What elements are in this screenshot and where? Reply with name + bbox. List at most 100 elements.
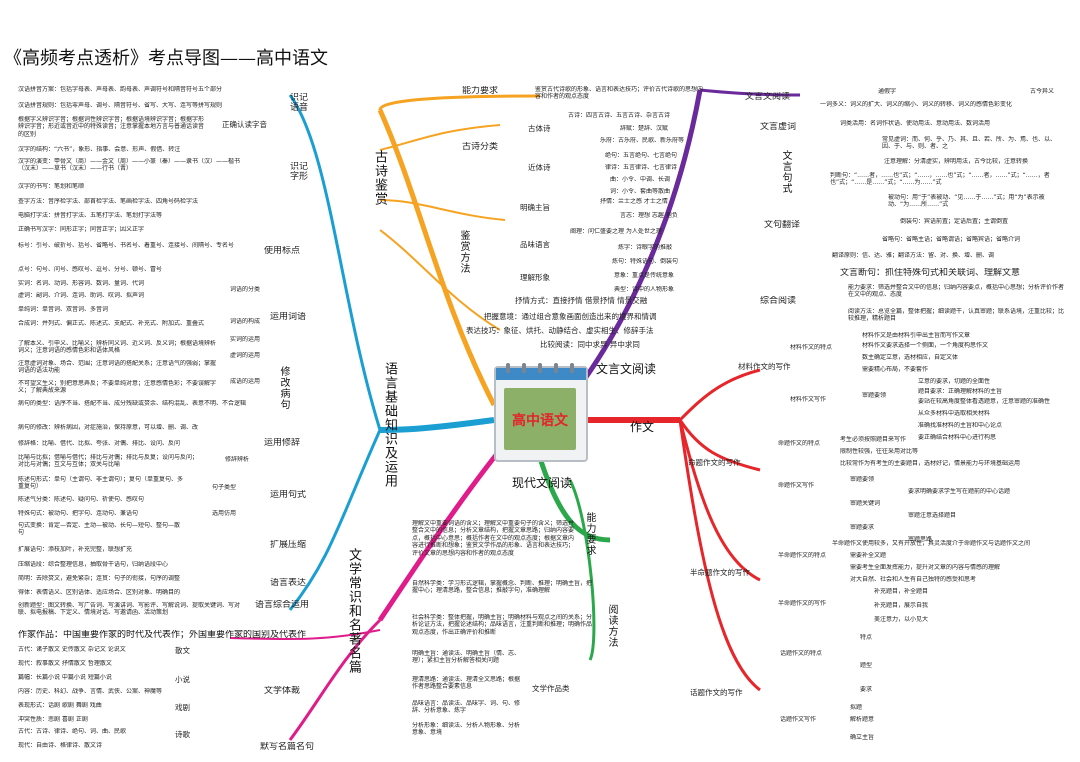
shenti-item: 要正确结合材料中心进行构思	[918, 434, 997, 441]
xiandai-wx-item: 分析形象：细读法、分析人物形象、分析意象、意境	[412, 722, 521, 737]
xiandai-yuedu: 阅读方法	[606, 604, 617, 648]
shici-item: 抒情：兰士之感 才士之情	[600, 198, 668, 205]
shici-jin-item: 绝句：五言绝句、七言绝句	[605, 152, 678, 159]
mingti-te-item: 考生必须按照题目来写作	[840, 436, 907, 443]
mingti-te-item: 比较常作为有考生的主要题目，选材好记，情景能力与环境基础运用	[840, 460, 1021, 467]
kuozhan: 扩展压缩	[270, 540, 307, 550]
xiju-item: 冲突性质：悲剧 喜剧 正剧	[18, 716, 88, 723]
shici-bijiao: 比较阅读：同中求异 异中求同	[540, 340, 640, 349]
shici-nengli-desc: 鉴赏古代诗歌的形象、语言和表达技巧；评价古代诗歌的思想内容和作者的观点态度	[535, 86, 704, 101]
cailiao-te-item: 材料作文是由材料引申出主旨而写作文章	[862, 332, 971, 339]
shici-item: 炼字：诗眼字的推敲	[618, 244, 673, 251]
bu-item: 美注意力，以小见大	[874, 616, 929, 623]
shici-fenlei: 古诗分类	[462, 142, 499, 152]
shenti-item: 从众多材料中选取相关材料	[918, 410, 991, 417]
zuowen-huati: 话题作文的写作	[690, 688, 743, 697]
wenyan-zonghe-item: 能力要求：筛选并整合文中的信息；归纳内容要点，概括中心思想；分析评价作者在文中的…	[848, 284, 1065, 299]
sanwen-item: 古代：诸子散文 史传散文 杂记文 论说文	[18, 646, 126, 653]
jushi-item: 句式变换：肯定—否定、主动—被动、长句—短句、整句—散句	[18, 522, 181, 537]
yuyin-item: 汉语拼音规则：包括零声母、调号、隔音符号、省写、大写、连写等拼写规则	[18, 102, 223, 109]
zonghe-item: 创新题型：图文转换、写广告词、写演讲词、写影评、写解说词、提取关键词、写对联、拟…	[18, 602, 241, 617]
wenyan-juzhong-item: 判断句：“……者，……也”式；“……，……也”式；“……者，……”式；“……，者…	[830, 172, 1050, 187]
ciyu-sub: 成语的运用	[230, 378, 261, 385]
zuowen-cailiao-xie: 材料作文写作	[790, 396, 827, 403]
bu-item: 补充题目，展示自我	[874, 602, 929, 609]
banmingti-item: 需要考生全面发挥能力，提升对文章的内容与情感的理解	[850, 564, 1001, 571]
ciyu-item: 了解本义、引申义、比喻义；辨析同义词、近义词、反义词；根据语境辨析词义；注意词语…	[18, 340, 217, 355]
shenti-item: 要站在较高角度整体看透题意，注意审题的准确性	[918, 398, 1051, 405]
shici-jin-item: 律诗：五言律诗、七言律诗	[605, 164, 678, 171]
mingti-xie-item: 审题关键词	[850, 500, 881, 507]
shiji-yuyin: 识记语音	[290, 93, 309, 113]
wenyan-xuci: 文言虚词	[760, 122, 797, 132]
yuyan-zonghe: 语言综合运用	[255, 600, 310, 610]
shici-pinwei: 品味语言	[520, 240, 550, 249]
wenxue-xiju: 戏剧	[175, 703, 190, 712]
xiuci-sub: 修辞辨析	[225, 456, 250, 463]
shici-bawo: 把握意境：通过组合意象画面创造出来的境界和情调	[484, 312, 657, 321]
xiandai-shehui: 社会科学类：整体把握，明确主旨；明确材料与观点之间的关系；分析论证方法，把握论述…	[412, 614, 593, 636]
zuowen-banmingti: 半命题作文的写作	[690, 568, 750, 577]
shici-jin-item: 词：小令、套曲等散曲	[610, 188, 671, 195]
yuyin-item: 汉语拼音方案：包括字母表、声母表、韵母表、声调符号和隔音符号五个部分	[18, 86, 223, 93]
shige-item: 古代：古诗、律诗、绝句、词、曲、民歌	[18, 728, 127, 735]
wenyan-juzhong-item: 倒装句：宾语前置；定语后置；主谓倒置	[900, 218, 1009, 225]
huati-xie-item: 拟题	[850, 704, 863, 711]
xiandai-wx-item: 明确主旨：通读法、明确主旨（情、志、理）；紧扣主旨分析解答相关问题	[412, 650, 521, 665]
biaodian-item: 标号：引号、破折号、括号、省略号、书名号、着重号、连接号、间隔号、专名号	[18, 242, 235, 249]
wenyan-yiciduoyi: 一词多义：词义的扩大、词义的缩小、词义的转移、词义的感情色彩变化	[820, 101, 1013, 108]
mingti-te-item: 限制性较强，往往采用对比等	[840, 448, 919, 455]
jushi: 运用句式	[270, 490, 307, 500]
ciyu-item: 单纯词：单音词、双音词、多音词	[18, 306, 109, 313]
zuowen-banmingti-xie: 半命题作文的写作	[778, 600, 827, 607]
zuowen-mingti: 命题作文的写作	[688, 458, 741, 467]
wenxue-ticai: 文学体裁	[264, 686, 301, 696]
center-calendar-node: 高中语文	[494, 363, 588, 462]
huati-te-item: 要求	[860, 686, 873, 693]
wenyan-fanyi: 文句翻译	[764, 220, 801, 230]
shici-item: 阐理：问仁盛要之理 为人处世之理	[570, 228, 662, 235]
wenyan-tongjiazi: 通假字	[878, 88, 897, 95]
banmingti-item: 需要补全文题	[850, 552, 887, 559]
zuowen-shenti: 审题要领	[862, 392, 887, 399]
shici-item: 典型：诗中的人物形象	[614, 286, 675, 293]
xiandai-nengli: 能力要求	[584, 512, 595, 556]
mingti-xie-item: 要求明确要求学生写在题前的中心话题	[908, 488, 1011, 495]
wenyan-duanju: 文言断句：抓住特殊句式和关联词、理解文意	[840, 268, 1021, 278]
center-label: 高中语文	[512, 413, 568, 429]
branch-yuyan: 语言基础知识及运用	[382, 362, 397, 488]
wenyan-juzhong: 文言句式	[780, 150, 791, 194]
xiandai-wenxuezuopin: 文学作品类	[532, 684, 570, 693]
wenyan-huoyong: 词类活用：名词作状语、使动用法、意动用法、数词活用	[840, 120, 991, 127]
shenti-item: 准确找准材料的主旨和中心论点	[918, 422, 1003, 429]
zuowen-mingti-te: 命题作文的特点	[778, 440, 821, 447]
xiandai-ziran: 自然科学类：学习形式逻辑，掌握概念、判断、推理；明确主旨，把握中心；理清思路，整…	[412, 580, 592, 595]
huati-xie-item: 解析题意	[850, 716, 875, 723]
cailiao-te-item: 需要精心布局，不要套作	[862, 366, 929, 373]
shiji-zixing: 识记字形	[290, 162, 309, 182]
zuowen-cailiao-te: 材料作文的特点	[790, 344, 833, 351]
zuowen-banmingti-te: 半命题作文的特点	[778, 552, 827, 559]
wenyan-zonghe-item: 阅读方法：总览全篇，整体把握；细读题干，认真审题；联系语境，注重比较；比较推理，…	[848, 308, 1065, 323]
shici-lijie: 理解形象	[520, 273, 550, 282]
branch-wenyan: 文言文阅读	[596, 362, 657, 376]
jushi-sub: 选用仿用	[212, 510, 237, 517]
page-title: 《高频考点透析》考点导图——高中语文	[4, 48, 328, 69]
bu-item: 补充题目，补全题目	[874, 588, 929, 595]
xiuci-item: 比喻与比拟；借喻与借代；排比与对偶；排比与反复；设问与反问；对比与对偶；互文与互…	[18, 454, 199, 469]
xiuci-item: 修辞格：比喻、借代、比拟、夸张、对偶、排比、设问、反问	[18, 440, 181, 447]
shici-jianshang: 鉴赏方法	[458, 230, 469, 274]
wenyan-gujin: 古今异义	[1030, 88, 1055, 95]
kuozhan-item: 压缩语段：综合整理信息，抽取骨干语句，归纳语段中心	[18, 561, 169, 568]
sanwen-item: 现代：叙事散文 抒情散文 哲理散文	[18, 660, 112, 667]
cailiao-te-item: 数主确定立意，选材相应，自定文体	[862, 354, 959, 361]
branch-xiandai: 现代文阅读	[512, 476, 573, 490]
lotus-image	[504, 388, 576, 450]
ciyu-sub: 虚词的运用	[230, 352, 261, 359]
jushi-item: 陈述气分类：陈述句、疑问句、祈使句、感叹句	[18, 496, 145, 503]
bingju-item: 病句的类型：语序不当、搭配不当、成分残缺或赘余、结构混乱、表意不明、不合逻辑	[18, 400, 247, 407]
shige-item: 现代：自由诗、格律诗、散文诗	[18, 742, 103, 749]
wenyan-juzhong-item: 省略句：省略主语；省略谓语；省略宾语；省略介词	[882, 236, 1021, 243]
